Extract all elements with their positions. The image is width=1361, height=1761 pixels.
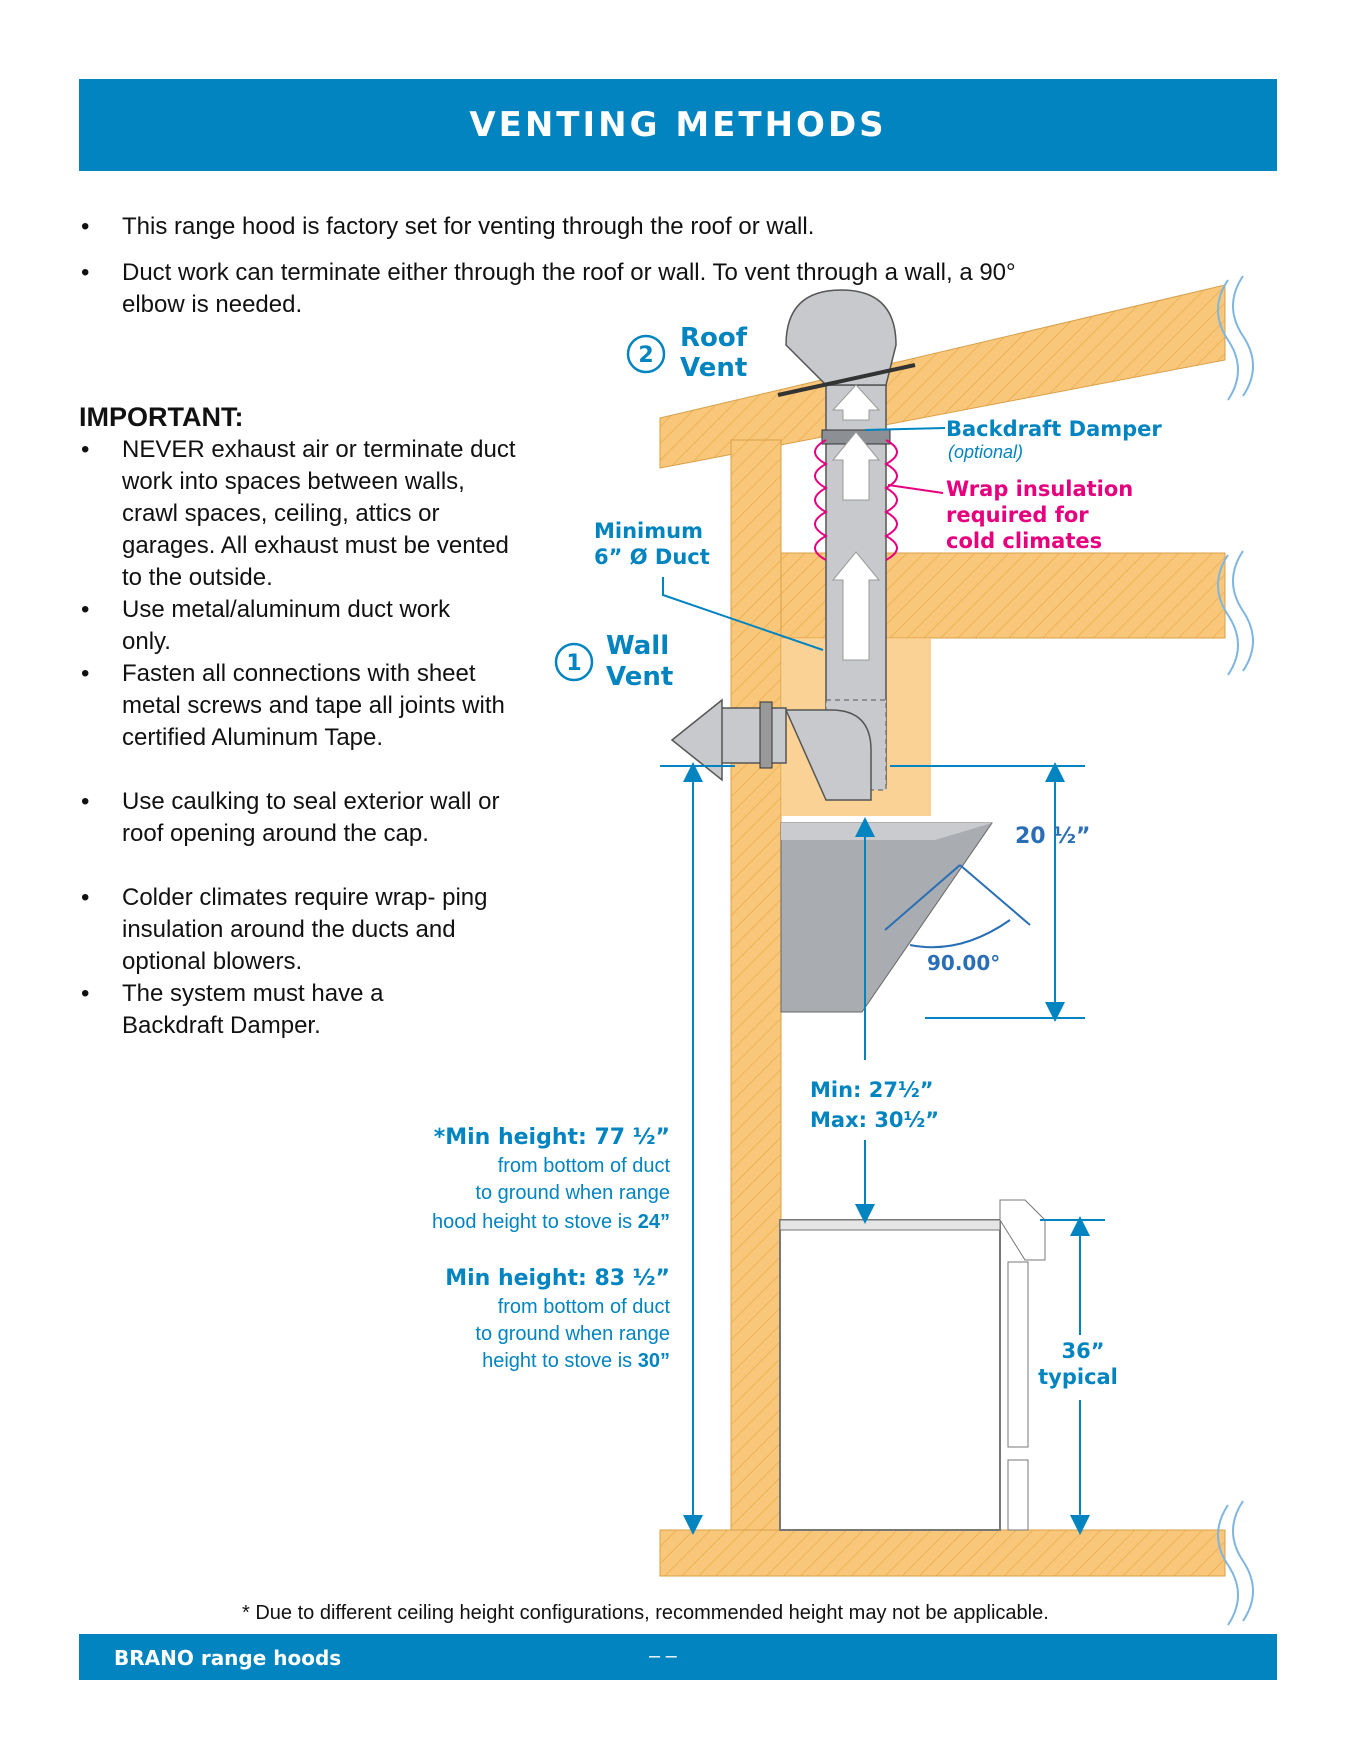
- bullet-dot: •: [81, 259, 90, 286]
- wall-cap: [670, 698, 723, 782]
- break-lines: [1217, 275, 1254, 1626]
- intro-bullet-1: • This range hood is factory set for ven…: [79, 211, 1022, 243]
- important-bullet-3: • Fasten all connections with sheet meta…: [81, 660, 505, 751]
- page-number: – –: [649, 1645, 677, 1667]
- range-hood: [780, 822, 993, 1013]
- backdraft-damper-label: Backdraft Damper: [946, 417, 1162, 441]
- min-height-30-line-3: height to stove is 30”: [482, 1350, 670, 1372]
- wall-vent-number-circle: [554, 642, 594, 682]
- roof-vent-label-2: Vent: [680, 353, 747, 383]
- footer-brand: BRANO range hoods: [114, 1646, 342, 1670]
- angle-label: 90.00°: [927, 951, 1000, 975]
- roof-flashing: [777, 363, 916, 397]
- stove: [779, 1219, 1001, 1531]
- max-clearance-label: Max: 30½”: [810, 1108, 939, 1132]
- min-height-24-line-2: to ground when range: [475, 1182, 670, 1204]
- wrap-insulation-label-3: cold climates: [946, 529, 1102, 553]
- page-footer: BRANO range hoods – –: [79, 1634, 1277, 1680]
- min-duct-label-1: Minimum: [594, 519, 703, 543]
- important-bullet-1: • NEVER exhaust air or terminate duct wo…: [81, 436, 516, 591]
- important-heading: IMPORTANT:: [79, 402, 244, 432]
- elbow-duct: [784, 709, 872, 801]
- important-bullet-6: • The system must have a Backdraft Dampe…: [81, 980, 384, 1039]
- min-height-30-line-2: to ground when range: [475, 1323, 670, 1345]
- hood-height-label: 20 ½”: [1015, 824, 1091, 849]
- leader-lines: [662, 427, 946, 651]
- page-header: VENTING METHODS: [79, 79, 1277, 171]
- page-title: VENTING METHODS: [469, 105, 887, 145]
- stove-height-label-1: 36”: [1061, 1339, 1104, 1363]
- wall-vent-label-2: Vent: [606, 662, 673, 692]
- roof-cap: [785, 289, 897, 386]
- stove-height-label-2: typical: [1038, 1365, 1118, 1389]
- airflow-arrows: [831, 384, 881, 661]
- min-height-24-line-1: from bottom of duct: [498, 1155, 671, 1177]
- dimension-lines: [660, 762, 1105, 1535]
- intro-bullet-2: • Duct work can terminate either through…: [79, 257, 1067, 321]
- wall-vent-number: 1: [566, 651, 581, 676]
- roof-vent-label-1: Roof: [680, 323, 748, 353]
- wrap-insulation: [814, 439, 898, 561]
- min-clearance-label: Min: 27½”: [810, 1078, 934, 1102]
- wall-structure: [730, 439, 782, 1531]
- min-height-24-line-3: hood height to stove is 24”: [432, 1211, 670, 1233]
- wall-vent-label-1: Wall: [606, 631, 669, 661]
- bullet-dot: •: [81, 213, 90, 240]
- min-height-24-title: *Min height: 77 ½”: [434, 1125, 670, 1150]
- min-height-30-line-1: from bottom of duct: [498, 1296, 671, 1318]
- min-height-30-title: Min height: 83 ½”: [445, 1266, 670, 1291]
- roof-structure: [659, 284, 1226, 469]
- roof-vent-number-circle: [626, 334, 666, 374]
- important-bullet-2: • Use metal/aluminum duct work only.: [81, 596, 451, 655]
- important-bullet-4: • Use caulking to seal exterior wall or …: [81, 788, 500, 847]
- floor-structure: [659, 1529, 1226, 1577]
- angle-marker: [884, 864, 1031, 949]
- important-bullet-5: • Colder climates require wrap- ping ins…: [81, 884, 488, 975]
- footnote: * Due to different ceiling height config…: [242, 1602, 1049, 1624]
- roof-vent-number: 2: [638, 343, 653, 368]
- wrap-insulation-label-1: Wrap insulation: [946, 477, 1133, 501]
- wrap-insulation-label-2: required for: [946, 503, 1089, 527]
- optional-label: (optional): [948, 442, 1023, 462]
- min-duct-label-2: 6” Ø Duct: [594, 545, 710, 569]
- wall-duct: [719, 707, 787, 764]
